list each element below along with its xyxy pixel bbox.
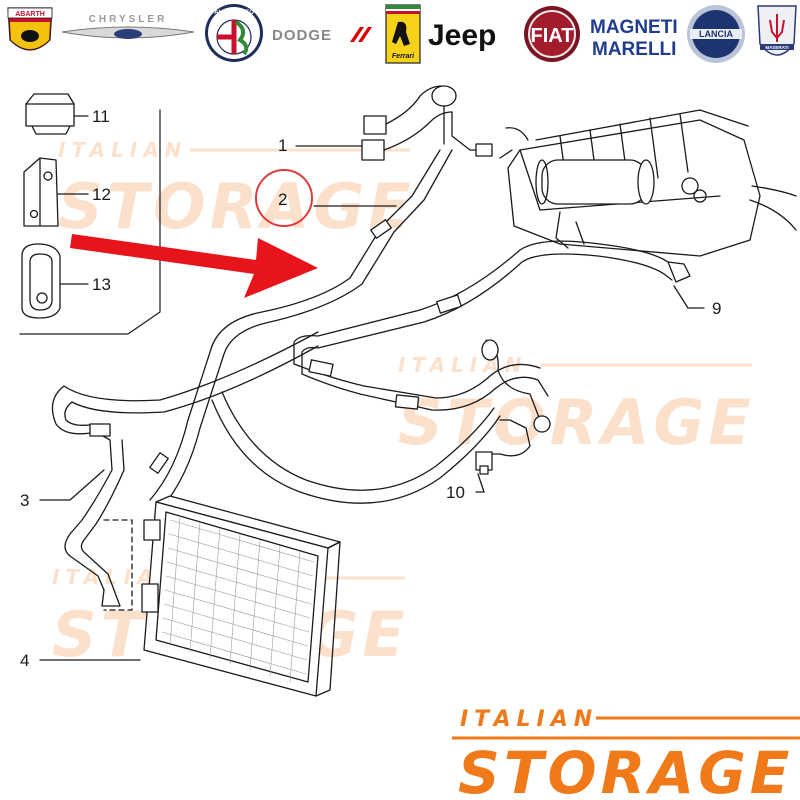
- jeep-logo: Jeep: [428, 19, 496, 52]
- part-13-mount: [21, 243, 89, 319]
- callout-2: 2: [278, 190, 287, 209]
- watermark-middle-line2: STORAGE: [398, 386, 755, 459]
- leader-10: [475, 473, 485, 493]
- leader-9: [673, 285, 705, 309]
- callout-13: 13: [92, 275, 111, 294]
- maserati-wordmark: MASERATI: [765, 45, 788, 50]
- callout-9: 9: [712, 299, 721, 318]
- callout-3: 3: [20, 491, 29, 510]
- callout-2-highlight: [255, 169, 313, 227]
- abarth-logo: ABARTH: [7, 7, 53, 51]
- line-art: [19, 85, 797, 697]
- callout-1: 1: [278, 136, 287, 155]
- red-pointer-arrow: [70, 234, 318, 298]
- callout-4: 4: [20, 651, 29, 670]
- callout-numbers: 1 2 3 4 9 10 11 12 13: [20, 107, 721, 670]
- part-4-condenser: [141, 495, 341, 697]
- footer-logo-line2: STORAGE: [458, 739, 793, 800]
- callout-10: 10: [446, 483, 465, 502]
- magneti-marelli-logo: MAGNETI MARELLI: [590, 17, 678, 60]
- part-10-sensor: [475, 339, 551, 475]
- lancia-wordmark: LANCIA: [699, 29, 733, 39]
- dodge-logo: DODGE: [272, 27, 372, 44]
- lancia-logo: LANCIA: [687, 5, 745, 63]
- part-11-relay: [25, 93, 89, 135]
- watermark-top: ITALIAN STORAGE: [58, 138, 411, 243]
- brand-logo-strip: ABARTH CHRYSLER ALFA ROMEO DODGE: [7, 4, 797, 64]
- footer-logo-line1: ITALIAN: [460, 707, 598, 732]
- fiat-logo: FIAT: [524, 6, 580, 62]
- ferrari-logo: Ferrari: [385, 4, 421, 64]
- jeep-wordmark: Jeep: [428, 19, 496, 52]
- alfa-romeo-wordmark: ALFA ROMEO: [214, 10, 254, 16]
- leader-3: [39, 469, 105, 501]
- part-2-hose: [149, 149, 453, 509]
- magneti-wordmark: MAGNETI: [590, 17, 678, 38]
- marelli-wordmark: MARELLI: [592, 39, 676, 60]
- part-9-hose: [293, 240, 691, 411]
- condenser-mount-dashed: [103, 519, 133, 611]
- chrysler-wordmark: CHRYSLER: [89, 14, 168, 25]
- callout-12: 12: [92, 185, 111, 204]
- ferrari-wordmark: Ferrari: [392, 53, 415, 60]
- alfa-romeo-logo: ALFA ROMEO: [205, 4, 263, 62]
- italian-storage-logo: ITALIAN STORAGE: [452, 707, 800, 800]
- maserati-logo: MASERATI: [757, 5, 797, 56]
- callout-11: 11: [92, 107, 110, 126]
- watermark-middle: ITALIAN STORAGE: [398, 353, 755, 459]
- part-1-pressure-switch: [361, 85, 493, 161]
- evaporator-unit: [499, 109, 797, 257]
- suction-hose: [211, 391, 501, 504]
- abarth-wordmark: ABARTH: [15, 11, 45, 18]
- watermark-middle-line1: ITALIAN: [398, 353, 527, 377]
- dodge-wordmark: DODGE: [272, 27, 332, 44]
- inset-divider: [19, 109, 161, 335]
- watermark-top-line1: ITALIAN: [58, 138, 187, 162]
- part-12-bracket: [23, 157, 89, 227]
- chrysler-logo: CHRYSLER: [61, 14, 195, 39]
- fiat-wordmark: FIAT: [531, 25, 574, 47]
- part-3-hose: [51, 331, 319, 607]
